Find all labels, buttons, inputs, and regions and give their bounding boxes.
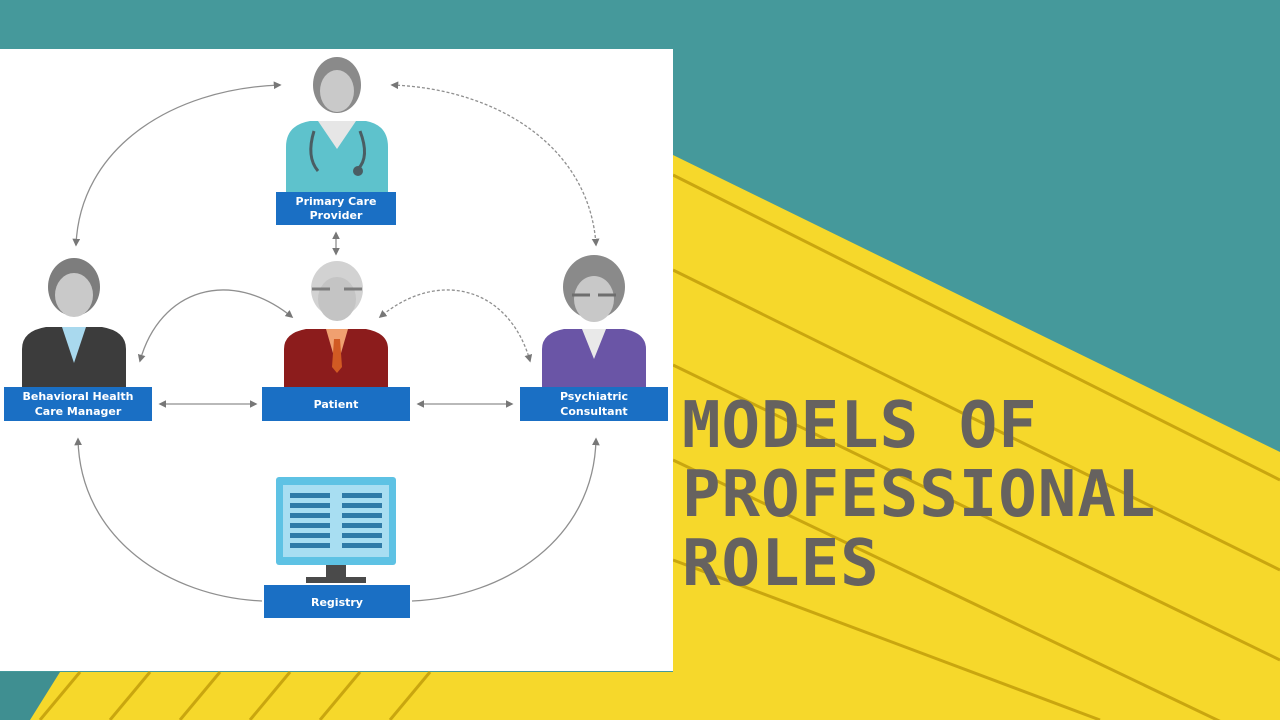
behavioral-health-care-manager-node: Behavioral Health Care Manager (4, 258, 152, 421)
doctor-icon (286, 57, 388, 197)
slide-title-line-3: ROLES (682, 527, 880, 601)
slide-title-line-1: MODELS OF (682, 389, 1038, 463)
computer-monitor-icon (276, 477, 396, 583)
primary-care-provider-label-line1: Primary Care (296, 195, 377, 208)
yellow-stripe-lines (38, 173, 1280, 720)
psychiatric-consultant-label-line1: Psychiatric (560, 390, 628, 403)
arrow-behavioral-to-registry (74, 437, 263, 602)
arrow-psychiatric-to-registry (411, 437, 600, 602)
registry-label: Registry (311, 596, 363, 609)
behavioral-health-label-line1: Behavioral Health (23, 390, 134, 403)
elderly-woman-icon (542, 255, 646, 387)
primary-care-provider-node: Primary Care Provider (276, 57, 396, 225)
diagram-panel: Primary Care Provider Behavioral Health … (0, 49, 673, 671)
slide-title-line-2: PROFESSIONAL (682, 458, 1157, 532)
primary-care-provider-label-line2: Provider (310, 209, 363, 222)
slide-title: MODELS OF PROFESSIONAL ROLES (682, 392, 1156, 599)
elderly-man-icon (284, 261, 388, 387)
registry-label-box (264, 585, 410, 618)
teal-corner (0, 672, 60, 720)
psychiatric-consultant-label-box (520, 387, 668, 421)
psychiatric-consultant-label-line2: Consultant (560, 405, 627, 418)
arrow-primary-to-behavioral (72, 81, 282, 247)
primary-care-provider-label-box (276, 192, 396, 225)
yellow-panel (673, 155, 1280, 720)
connectors (72, 81, 600, 602)
arrow-behavioral-to-patient-curve (137, 289, 294, 363)
care-model-diagram: Primary Care Provider Behavioral Health … (4, 57, 668, 618)
arrow-psychiatric-to-patient-curve (378, 289, 533, 363)
yellow-floor (0, 672, 1280, 720)
behavioral-health-label-line2: Care Manager (35, 405, 122, 418)
arrow-primary-to-psychiatric (390, 81, 600, 247)
man-in-suit-icon (22, 258, 126, 387)
registry-node: Registry (264, 477, 410, 618)
behavioral-health-label-box (4, 387, 152, 421)
psychiatric-consultant-node: Psychiatric Consultant (520, 255, 668, 421)
patient-label: Patient (314, 398, 359, 411)
patient-node: Patient (262, 261, 410, 421)
patient-label-box (262, 387, 410, 421)
